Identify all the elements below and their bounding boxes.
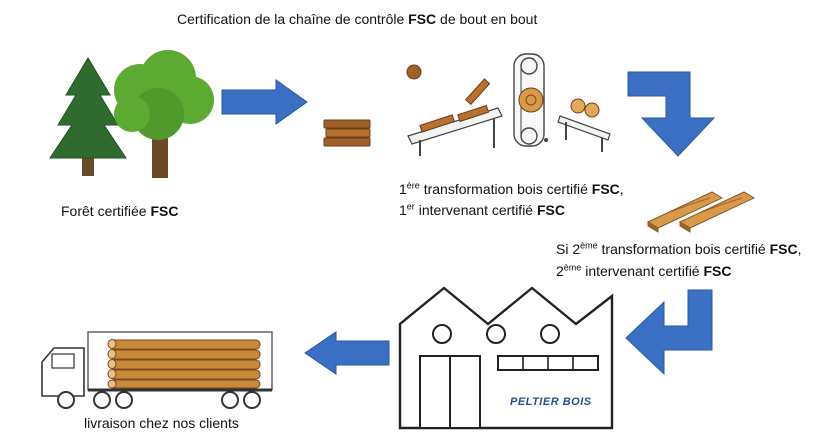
second-transformation-line1: Si 2ème transformation bois certifié FSC… [556, 240, 802, 257]
forest-label: Forêt certifiée FSC [61, 203, 179, 219]
arrow-down-turn-icon [627, 71, 716, 157]
first-transformation-line2: 1er intervenant certifié FSC [399, 201, 565, 218]
sawmill-icon [406, 53, 611, 156]
factory-icon [398, 286, 614, 430]
truck-icon [41, 331, 273, 409]
diagram-title: Certification de la chaîne de contrôle F… [177, 11, 538, 27]
arrow-left-icon [304, 331, 390, 375]
factory-brand-label: PELTIER BOIS [510, 396, 592, 408]
delivery-label: livraison chez nos clients [84, 415, 239, 431]
planks-icon [646, 191, 756, 233]
arrow-right-icon [221, 79, 308, 125]
second-transformation-line2: 2ème intervenant certifié FSC [556, 262, 732, 279]
arrow-left-turn-icon [625, 289, 713, 376]
log-pile-icon [323, 119, 371, 147]
forest-icon [49, 50, 214, 178]
first-transformation-line1: 1ère transformation bois certifié FSC, [399, 180, 624, 197]
